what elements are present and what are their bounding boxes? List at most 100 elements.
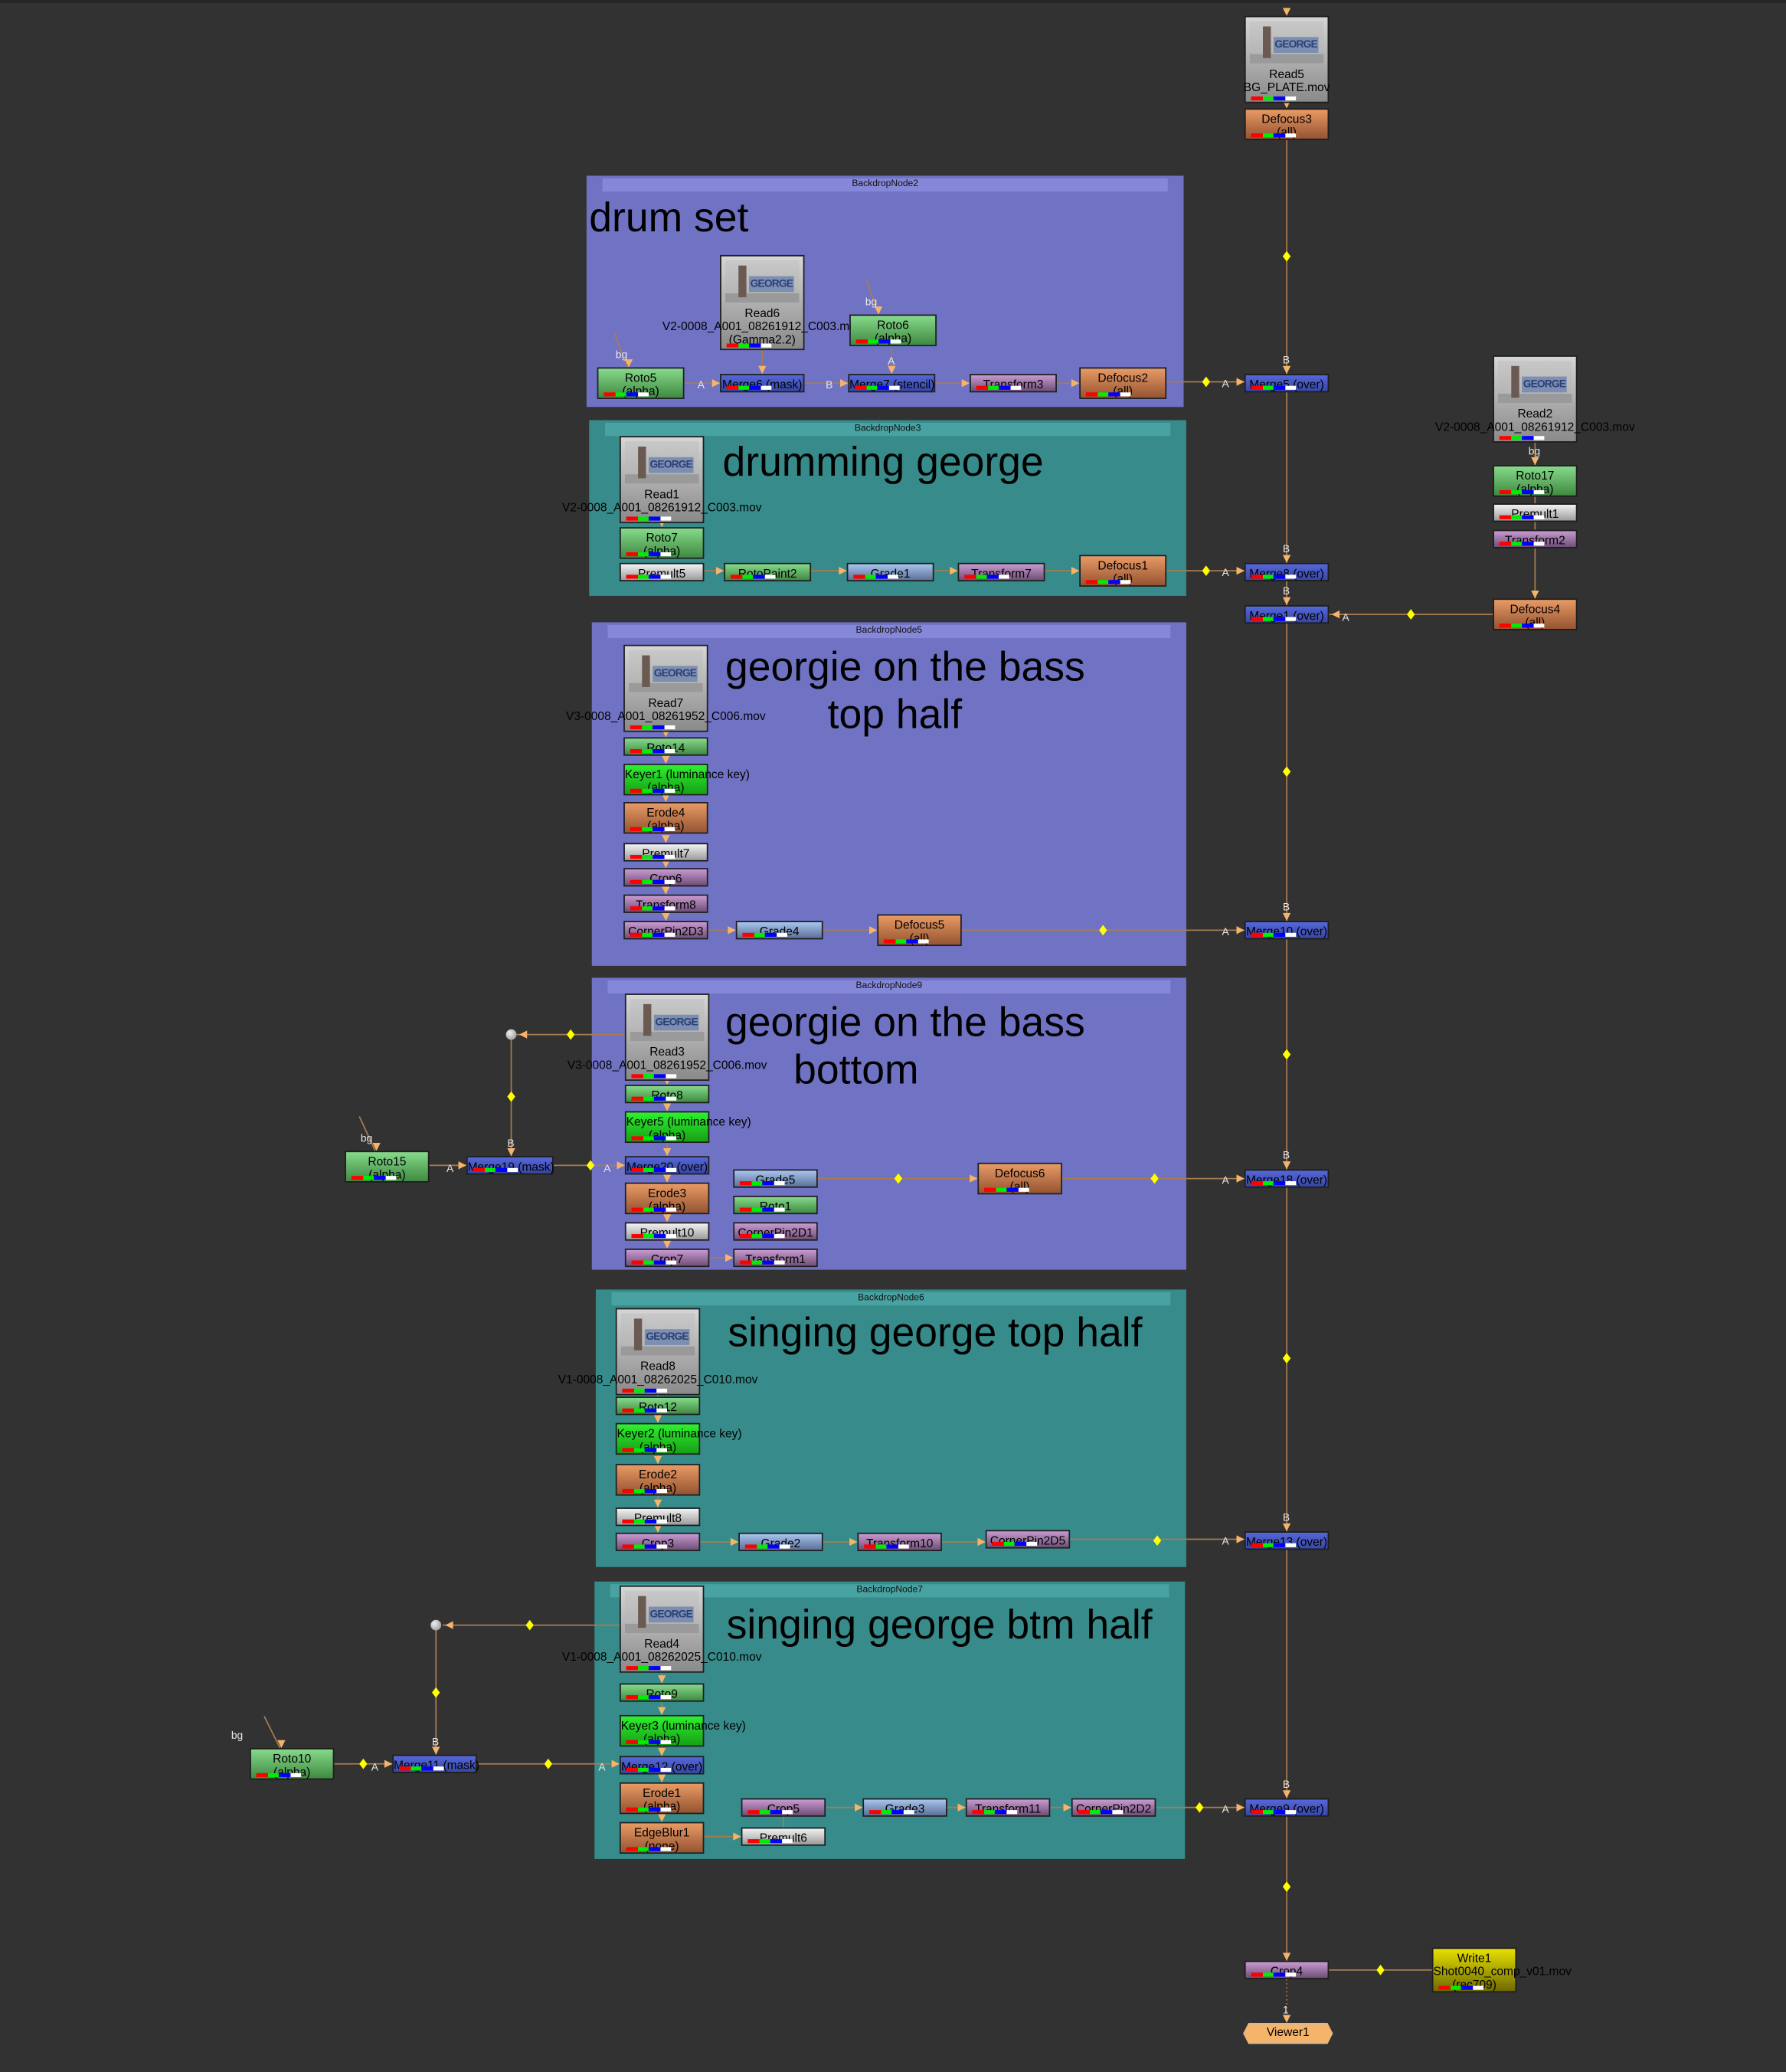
node-premult-7[interactable]: Premult7 xyxy=(623,843,708,862)
node-merge-13[interactable]: Merge13 (over) xyxy=(1244,1531,1330,1550)
node-roto-9[interactable]: Roto9 xyxy=(619,1683,705,1702)
node-defocus-2[interactable]: Defocus2(all) xyxy=(1079,367,1167,399)
node-viewer-1[interactable]: Viewer1 xyxy=(1243,2022,1333,2044)
node-crop-4[interactable]: Crop4 xyxy=(1244,1960,1330,1979)
arrow-head xyxy=(1282,1953,1291,1961)
node-merge-18[interactable]: Merge18 (over) xyxy=(1244,1169,1330,1188)
backdrop-label: drumming george xyxy=(722,438,1044,486)
input-label: A xyxy=(1222,926,1230,938)
node-label: Defocus4 xyxy=(1510,602,1561,616)
node-merge-11[interactable]: Merge11 (mask) xyxy=(392,1754,479,1773)
node-roto-12[interactable]: Roto12 xyxy=(615,1396,701,1416)
node-merge-7[interactable]: Merge7 (stencil) xyxy=(848,374,936,393)
node-corner-pin-2d2[interactable]: CornerPin2D2 xyxy=(1071,1798,1156,1817)
node-corner-pin-2d3[interactable]: CornerPin2D3 xyxy=(623,921,708,940)
node-corner-pin-2d1[interactable]: CornerPin2D1 xyxy=(733,1222,818,1241)
arrow-head xyxy=(662,1240,672,1249)
node-transform-10[interactable]: Transform10 xyxy=(857,1532,942,1552)
node-crop-7[interactable]: Crop7 xyxy=(624,1249,710,1268)
node-crop-6[interactable]: Crop6 xyxy=(623,868,708,887)
node-premult-6[interactable]: Premult6 xyxy=(741,1827,826,1846)
node-roto-1[interactable]: Roto1 xyxy=(733,1196,818,1215)
node-erode-1[interactable]: Erode1(alpha) xyxy=(619,1782,705,1815)
node-premult-1[interactable]: Premult1 xyxy=(1493,503,1578,522)
wire-midpoint-handle xyxy=(507,1091,515,1102)
node-edge-blur-1[interactable]: EdgeBlur1(none) xyxy=(619,1822,705,1854)
channel-indicator xyxy=(976,385,1022,390)
input-label: bg xyxy=(865,296,877,307)
node-transform-7[interactable]: Transform7 xyxy=(957,562,1045,581)
arrow-head xyxy=(868,926,878,935)
window-top-edge xyxy=(0,0,1786,3)
node-grade-1[interactable]: Grade1 xyxy=(846,562,934,581)
node-merge-5[interactable]: Merge5 (over) xyxy=(1244,374,1330,393)
node-premult-8[interactable]: Premult8 xyxy=(615,1507,701,1527)
node-roto-17[interactable]: Roto17(alpha) xyxy=(1493,465,1578,497)
dot-node[interactable] xyxy=(430,1619,442,1631)
node-merge-10[interactable]: Merge10 (over) xyxy=(1244,921,1330,940)
dot-node[interactable] xyxy=(505,1029,517,1040)
node-roto-5[interactable]: Roto5(alpha) xyxy=(597,367,685,399)
node-transform-2[interactable]: Transform2 xyxy=(1493,529,1578,548)
channel-indicator xyxy=(626,574,672,579)
node-merge-9[interactable]: Merge9 (over) xyxy=(1244,1798,1330,1817)
node-transform-3[interactable]: Transform3 xyxy=(970,374,1057,393)
node-crop-5[interactable]: Crop5 xyxy=(741,1798,826,1817)
input-label: B xyxy=(1283,1150,1290,1161)
channel-indicator xyxy=(1251,1543,1297,1547)
node-keyer-5[interactable]: Keyer5 (luminance key)(alpha) xyxy=(624,1111,751,1144)
wire-midpoint-handle xyxy=(586,1160,595,1171)
node-merge-12[interactable]: Merge12 (over) xyxy=(619,1756,705,1775)
node-roto-paint-2[interactable]: RotoPaint2 xyxy=(724,562,812,581)
node-roto-8[interactable]: Roto8 xyxy=(624,1085,710,1104)
node-keyer-1[interactable]: Keyer1 (luminance key)(alpha) xyxy=(623,763,750,796)
node-keyer-3[interactable]: Keyer3 (luminance key)(alpha) xyxy=(619,1714,746,1747)
node-roto-10[interactable]: Roto10(alpha) xyxy=(250,1748,335,1780)
node-merge-20[interactable]: Merge20 (over) xyxy=(624,1156,710,1175)
node-defocus-1[interactable]: Defocus1(all) xyxy=(1079,555,1167,587)
channel-indicator xyxy=(868,1810,914,1815)
node-grade-3[interactable]: Grade3 xyxy=(862,1798,947,1817)
channel-indicator xyxy=(631,1167,677,1172)
node-defocus-6[interactable]: Defocus6(all) xyxy=(977,1162,1062,1195)
node-transform-8[interactable]: Transform8 xyxy=(623,894,708,913)
node-roto-7[interactable]: Roto7(alpha) xyxy=(619,527,705,559)
channel-indicator xyxy=(630,788,675,793)
node-keyer-2[interactable]: Keyer2 (luminance key)(alpha) xyxy=(615,1422,742,1455)
arrow-head xyxy=(715,566,725,575)
node-defocus-5[interactable]: Defocus5(all) xyxy=(877,914,962,947)
node-merge-6[interactable]: Merge6 (mask) xyxy=(720,374,805,393)
node-defocus-3[interactable]: Defocus3(all) xyxy=(1244,108,1330,140)
node-erode-4[interactable]: Erode4(alpha) xyxy=(623,802,708,834)
node-grade-4[interactable]: Grade4 xyxy=(735,921,823,940)
node-merge-8[interactable]: Merge8 (over) xyxy=(1244,562,1330,581)
node-corner-pin-2d5[interactable]: CornerPin2D5 xyxy=(985,1530,1071,1549)
node-merge-1[interactable]: Merge1 (over) xyxy=(1244,605,1330,624)
node-transform-11[interactable]: Transform11 xyxy=(965,1798,1051,1817)
node-erode-3[interactable]: Erode3(alpha) xyxy=(624,1182,710,1215)
node-defocus-4[interactable]: Defocus4(all) xyxy=(1493,598,1578,630)
node-roto-14[interactable]: Roto14 xyxy=(623,737,708,756)
node-premult-5[interactable]: Premult5 xyxy=(619,562,705,581)
wire-midpoint-handle xyxy=(894,1173,903,1184)
node-crop-3[interactable]: Crop3 xyxy=(615,1532,701,1552)
node-grade-2[interactable]: Grade2 xyxy=(738,1532,823,1552)
node-premult-10[interactable]: Premult10 xyxy=(624,1222,710,1241)
node-erode-2[interactable]: Erode2(alpha) xyxy=(615,1464,701,1496)
node-grade-5[interactable]: Grade5 xyxy=(733,1169,818,1188)
node-roto-6[interactable]: Roto6(alpha) xyxy=(849,314,937,346)
wire-midpoint-handle xyxy=(566,1029,575,1040)
node-merge-19[interactable]: Merge19 (mask) xyxy=(466,1156,554,1175)
node-transform-1[interactable]: Transform1 xyxy=(733,1249,818,1268)
node-roto-15[interactable]: Roto15(alpha) xyxy=(345,1151,430,1183)
